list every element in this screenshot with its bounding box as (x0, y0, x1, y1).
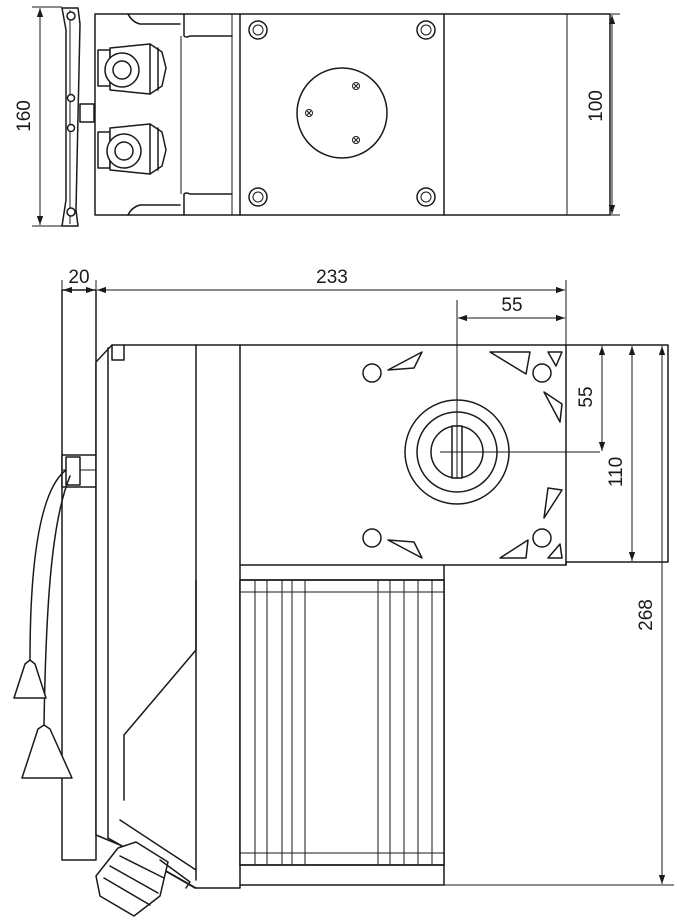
dim-total-height: 268 (444, 346, 674, 886)
dim-hub-vertical: 55 (566, 344, 612, 451)
dim-upper-height: 110 (566, 346, 668, 563)
dim-top-width: 100 (567, 13, 620, 216)
dim-top-height: 160 (14, 6, 62, 227)
dim-side-length-label: 233 (316, 267, 348, 288)
top-flange (296, 67, 388, 159)
dim-top-width-label: 100 (586, 90, 607, 122)
cable-gland-lower (97, 123, 167, 175)
motor-fins (239, 579, 445, 866)
dim-side-top: 20 233 (61, 267, 567, 346)
output-hub (404, 300, 600, 505)
dim-hub-vertical-label: 55 (576, 386, 597, 407)
side-mounting-plate (61, 289, 97, 861)
dim-upper-height-label: 110 (606, 457, 627, 487)
top-mounting-plate (61, 7, 95, 227)
cable-gland-upper (97, 43, 167, 95)
dim-hub-horizontal: 55 (456, 295, 565, 330)
side-view: 20 233 55 55 110 268 (13, 267, 674, 917)
mounting-holes (362, 351, 563, 559)
dim-side-mount-label: 20 (68, 267, 89, 288)
top-screws (248, 20, 436, 207)
dim-total-height-label: 268 (636, 599, 657, 631)
top-view: 160 100 (14, 6, 620, 227)
cable-with-terminals (13, 469, 73, 779)
bottom-cable-gland (95, 841, 191, 917)
dim-top-height-label: 160 (14, 100, 35, 132)
dim-hub-horizontal-label: 55 (501, 295, 522, 316)
